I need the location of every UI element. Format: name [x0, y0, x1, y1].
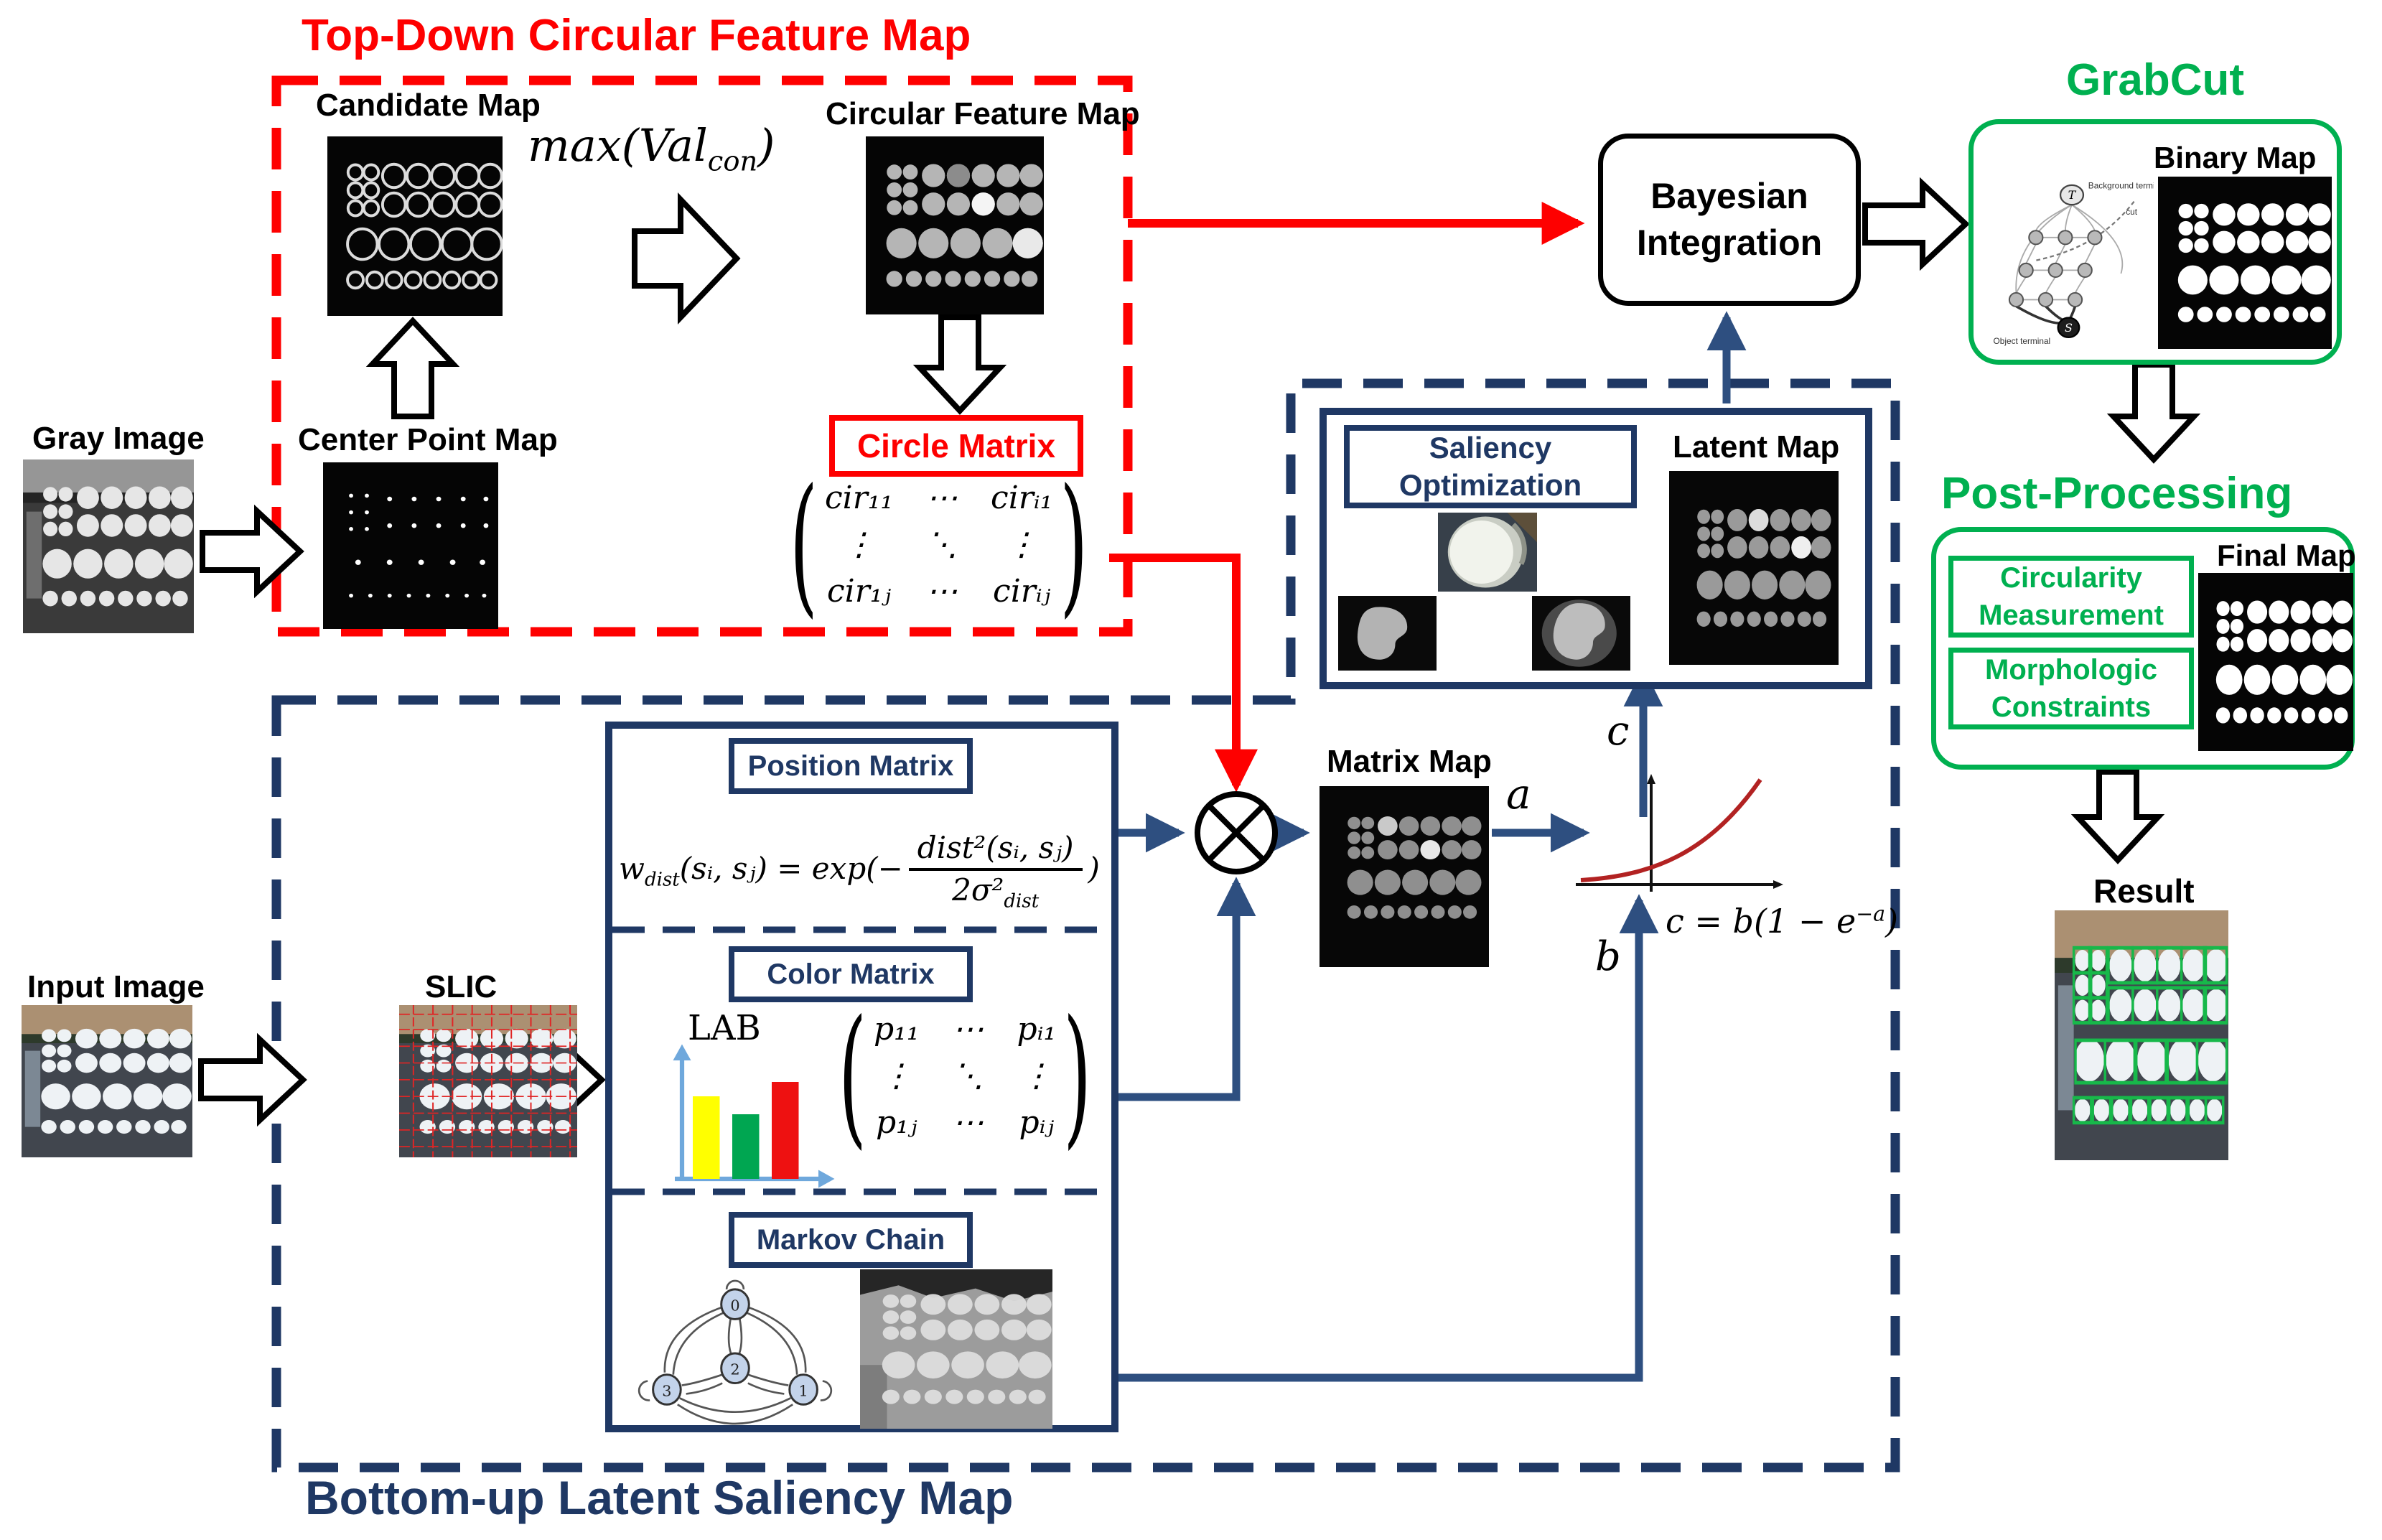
- result-label: Result: [2093, 872, 2195, 910]
- circle-matrix-box: Circle Matrix: [829, 415, 1083, 477]
- lab-bar-chart: [673, 1044, 835, 1188]
- circular-feature-map-thumbnail: [866, 136, 1044, 314]
- candidate-map-thumbnail: [327, 136, 503, 316]
- var-a-label: a: [1506, 770, 1531, 818]
- bayesian-integration-box: Bayesian Integration: [1598, 134, 1861, 306]
- circularity-measurement-box: Circularity Measurement: [1948, 556, 2194, 638]
- position-matrix-formula: wdist(sᵢ, sⱼ) = exp(−dist²(sᵢ, sⱼ)2σ²dis…: [619, 830, 1100, 913]
- arrow-colormatrix-to-multiply: [1118, 877, 1256, 1101]
- block-arrow-grabcut-to-post: [2106, 362, 2201, 464]
- transfer-formula: c = b(1 − e−a): [1666, 902, 1899, 941]
- block-arrow-gray-to-centerpoint: [200, 504, 304, 599]
- final-map-thumbnail: [2198, 573, 2353, 751]
- svg-text:0: 0: [730, 1297, 739, 1315]
- latent-map-label: Latent Map: [1673, 429, 1840, 465]
- block-arrow-max: [632, 192, 741, 325]
- color-matrix-box: Color Matrix: [729, 946, 973, 1002]
- circular-feature-map-label: Circular Feature Map: [826, 96, 1140, 131]
- post-processing-title: Post-Processing: [1941, 469, 2293, 518]
- block-arrow-bayesian-to-grabcut: [1862, 177, 1970, 271]
- saliency-blob-after-thumbnail: [1532, 596, 1630, 671]
- latent-map-thumbnail: [1669, 471, 1839, 665]
- multiply-icon: [1195, 791, 1278, 874]
- binary-map-thumbnail: [2158, 177, 2332, 349]
- var-b-label: b: [1595, 933, 1621, 980]
- saliency-optimization-box: Saliency Optimization: [1344, 425, 1637, 508]
- markov-chain-box: Markov Chain: [729, 1212, 973, 1268]
- morphologic-constraints-box: Morphologic Constraints: [1948, 648, 2194, 729]
- position-matrix-box: Position Matrix: [729, 738, 973, 794]
- bottomup-title: Bottom-up Latent Saliency Map: [305, 1471, 1014, 1524]
- center-point-map-thumbnail: [323, 462, 498, 629]
- final-map-label: Final Map: [2217, 538, 2356, 572]
- svg-text:S: S: [2065, 321, 2073, 335]
- svg-text:1: 1: [798, 1382, 808, 1399]
- center-point-map-label: Center Point Map: [298, 422, 558, 457]
- bottomup-dashed-border: [271, 378, 1900, 1473]
- input-image-label: Input Image: [27, 969, 205, 1004]
- block-arrow-centerpoint-to-candidate: [365, 317, 460, 419]
- gray-image-thumbnail: [23, 459, 194, 633]
- var-c-label: c: [1607, 708, 1630, 755]
- saliency-blob-before-thumbnail: [1338, 596, 1437, 671]
- transfer-curve-plot: [1576, 774, 1783, 892]
- gray-image-label: Gray Image: [32, 421, 205, 456]
- svg-text:Background terminal: Background terminal: [2088, 180, 2154, 190]
- svg-text:2: 2: [730, 1361, 739, 1378]
- svg-text:cut: cut: [2126, 207, 2138, 217]
- graphcut-thumbnail: T S Background terminal cut Object termi…: [1990, 175, 2154, 349]
- arrow-circlematrix-to-multiply: [1109, 554, 1258, 793]
- block-arrow-post-to-result: [2070, 769, 2165, 864]
- input-image-thumbnail: [22, 1005, 192, 1157]
- binary-map-label: Binary Map: [2154, 141, 2317, 174]
- lab-label: LAB: [688, 1008, 761, 1048]
- topdown-title: Top-Down Circular Feature Map: [302, 11, 971, 60]
- result-thumbnail: [2055, 910, 2228, 1160]
- matrix-map-label: Matrix Map: [1327, 744, 1492, 779]
- slic-label: SLIC: [425, 969, 498, 1004]
- markov-chain-graph: 0 2 3 1: [637, 1279, 833, 1425]
- circle-matrix-values: ( cir₁₁⋯cirᵢ₁ ⋮⋱⋮ cir₁ⱼ⋯cirᵢⱼ ): [790, 455, 1088, 633]
- markov-saliency-thumbnail: [860, 1269, 1052, 1429]
- arrow-markov-to-curve-b: [1118, 894, 1659, 1382]
- grabcut-title: GrabCut: [2066, 55, 2244, 105]
- max-val-formula: max(Valcon): [528, 119, 775, 178]
- topdown-dashed-border: [271, 75, 1133, 637]
- svg-text:Object terminal: Object terminal: [1994, 336, 2051, 346]
- tank-closeup-thumbnail: [1438, 513, 1537, 592]
- color-matrix-values: ( p₁₁⋯pᵢ₁ ⋮⋱⋮ p₁ⱼ⋯pᵢⱼ ): [839, 986, 1092, 1164]
- slic-thumbnail: [399, 1005, 577, 1157]
- block-arrow-circularfeature-to-circlematrix: [912, 314, 1007, 415]
- svg-text:T: T: [2068, 188, 2077, 202]
- svg-text:3: 3: [662, 1382, 671, 1399]
- block-arrow-input-to-slic: [198, 1032, 307, 1127]
- matrix-map-thumbnail: [1320, 786, 1489, 967]
- candidate-map-label: Candidate Map: [316, 88, 541, 123]
